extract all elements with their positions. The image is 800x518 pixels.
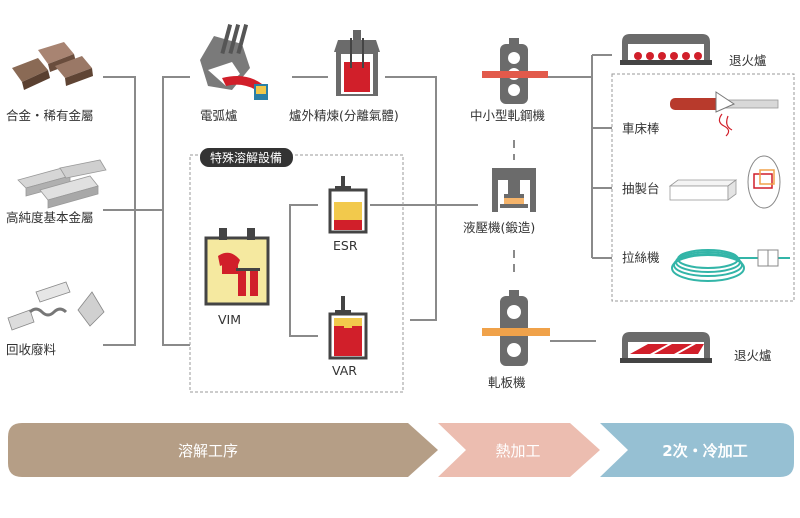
label-lathe: 車床棒 — [622, 121, 660, 136]
anneal-furnace-top-icon — [620, 34, 712, 65]
scrap-parts-icon — [7, 281, 105, 331]
label-var: VAR — [332, 363, 357, 378]
label-highpurity: 高純度基本金屬 — [6, 210, 94, 225]
connector-refine-out — [385, 76, 437, 321]
alloy-ingots-icon — [12, 42, 93, 90]
label-special-melting: 特殊溶解設備 — [210, 150, 282, 165]
label-scrap: 回收廢料 — [6, 342, 57, 357]
connector-to-vim — [162, 210, 190, 346]
label-anneal-top: 退火爐 — [729, 53, 767, 68]
connector-to-arc — [135, 76, 190, 211]
arc-furnace-icon — [200, 24, 268, 100]
stage-arrow-melting — [8, 423, 438, 477]
label-press: 液壓機(鍛造) — [463, 220, 535, 235]
label-alloy: 合金・稀有金屬 — [6, 108, 94, 123]
label-anneal-bottom: 退火爐 — [734, 348, 772, 363]
anneal-furnace-bottom-icon — [620, 332, 712, 363]
special-melting-title-badge — [200, 148, 293, 167]
label-small-mill: 中小型軋鋼機 — [470, 108, 546, 123]
vim-furnace-icon — [204, 228, 270, 306]
var-furnace-icon — [328, 296, 368, 360]
label-esr: ESR — [333, 238, 358, 253]
label-vim: VIM — [218, 312, 241, 327]
metal-bars-icon — [17, 159, 107, 209]
connectors — [103, 54, 612, 346]
label-drawing-bench: 抽製台 — [622, 181, 660, 196]
connector-vim-esr — [289, 204, 318, 290]
ladle-refining-icon — [334, 30, 380, 96]
plate-mill-icon — [482, 290, 550, 366]
label-wire-drawing: 拉絲機 — [622, 250, 660, 265]
connector-vim-var — [289, 290, 318, 337]
stage-arrows — [8, 423, 794, 477]
hydraulic-press-icon — [492, 168, 536, 212]
special-melting-box — [189, 154, 404, 393]
stage-arrow-cold — [600, 423, 794, 477]
label-stage-cold: 2次・冷加工 — [662, 442, 747, 460]
label-stage-melting: 溶解工序 — [178, 442, 238, 460]
label-plate-mill: 軋板機 — [488, 375, 526, 390]
drawing-bench-icon — [668, 155, 781, 209]
cold-work-box — [611, 73, 795, 302]
wire-drawing-icon — [671, 249, 790, 282]
stage-arrow-hot — [438, 423, 600, 477]
esr-furnace-icon — [328, 176, 368, 234]
lathe-bar-icon — [670, 91, 779, 137]
label-arc-furnace: 電弧爐 — [200, 108, 238, 123]
label-secondary-refining: 爐外精煉(分離氣體) — [289, 108, 399, 123]
rolling-mill-icon — [482, 38, 548, 104]
label-stage-hot: 熱加工 — [495, 442, 540, 460]
